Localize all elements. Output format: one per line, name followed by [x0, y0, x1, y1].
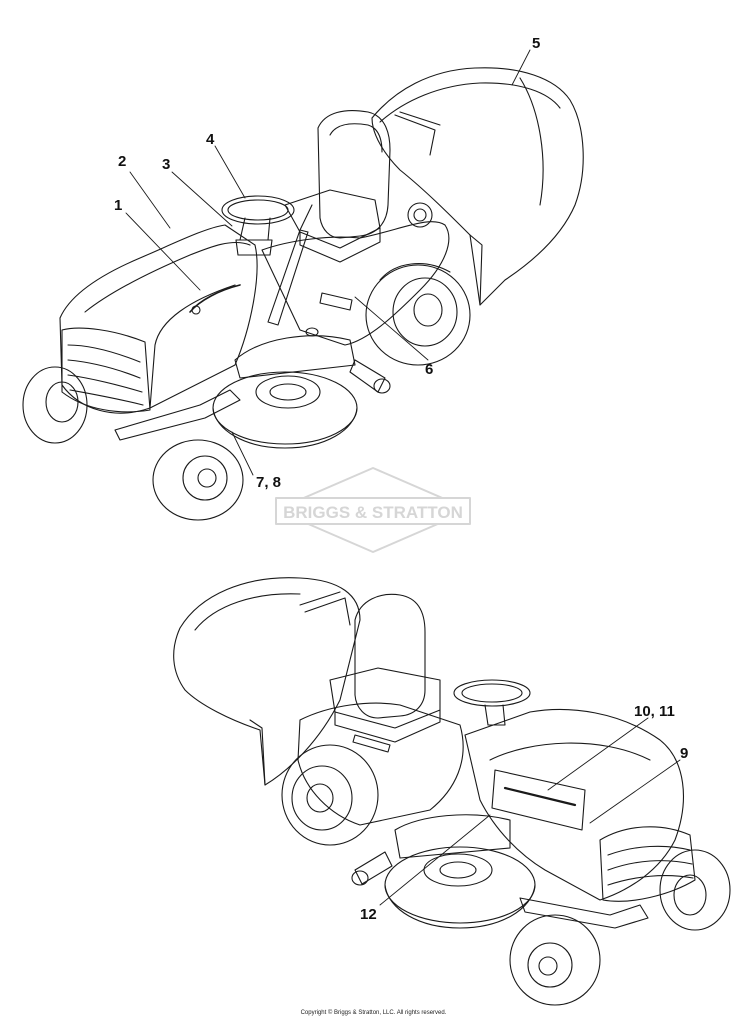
- front-wheel-left: [22, 366, 88, 444]
- tractor-front-view: [22, 67, 584, 521]
- front-wheel-left-rear: [509, 914, 601, 1006]
- front-axle-rear: [519, 897, 649, 929]
- steering-wheel: [221, 195, 295, 256]
- rear-fender-rear: [297, 702, 464, 826]
- front-axle: [114, 389, 241, 441]
- grass-catcher-bag-rear: [173, 577, 361, 786]
- leader-lines: [125, 49, 681, 906]
- callout-6: 6: [425, 361, 434, 378]
- discharge-chute-rear: [351, 851, 393, 886]
- mower-deck: [212, 327, 358, 449]
- rear-fender: [261, 202, 450, 346]
- grass-catcher-bag: [371, 67, 584, 306]
- callout-12: 12: [360, 906, 377, 923]
- rear-wheel-left: [281, 744, 379, 846]
- callout-10-11: 10, 11: [634, 703, 675, 720]
- callout-1: 1: [114, 197, 123, 214]
- lever-handle: [299, 204, 313, 231]
- watermark-text: BRIGGS & STRATTON: [283, 503, 463, 522]
- callout-5: 5: [532, 35, 541, 52]
- hood: [59, 224, 258, 414]
- tractor-rear-view: [173, 577, 731, 1006]
- rear-wheel-right: [365, 263, 471, 366]
- callout-7-8: 7, 8: [256, 474, 282, 491]
- copyright-notice: Copyright © Briggs & Stratton, LLC. All …: [300, 1010, 447, 1016]
- briggs-stratton-watermark: BRIGGS & STRATTON: [275, 467, 471, 553]
- seat: [284, 110, 391, 263]
- steering-wheel-rear: [453, 679, 531, 726]
- discharge-chute: [349, 359, 391, 394]
- front-wheel-right: [152, 439, 244, 521]
- seat-rear: [329, 593, 441, 743]
- mower-deck-rear: [384, 814, 536, 929]
- callout-9: 9: [680, 745, 689, 762]
- hood-decal-strip: [491, 769, 586, 831]
- callout-3: 3: [162, 156, 171, 173]
- lift-lever: [267, 229, 309, 326]
- callout-4: 4: [206, 131, 215, 148]
- front-wheel-right-rear: [659, 849, 731, 931]
- callout-2: 2: [118, 153, 127, 170]
- hood-rear: [464, 708, 696, 902]
